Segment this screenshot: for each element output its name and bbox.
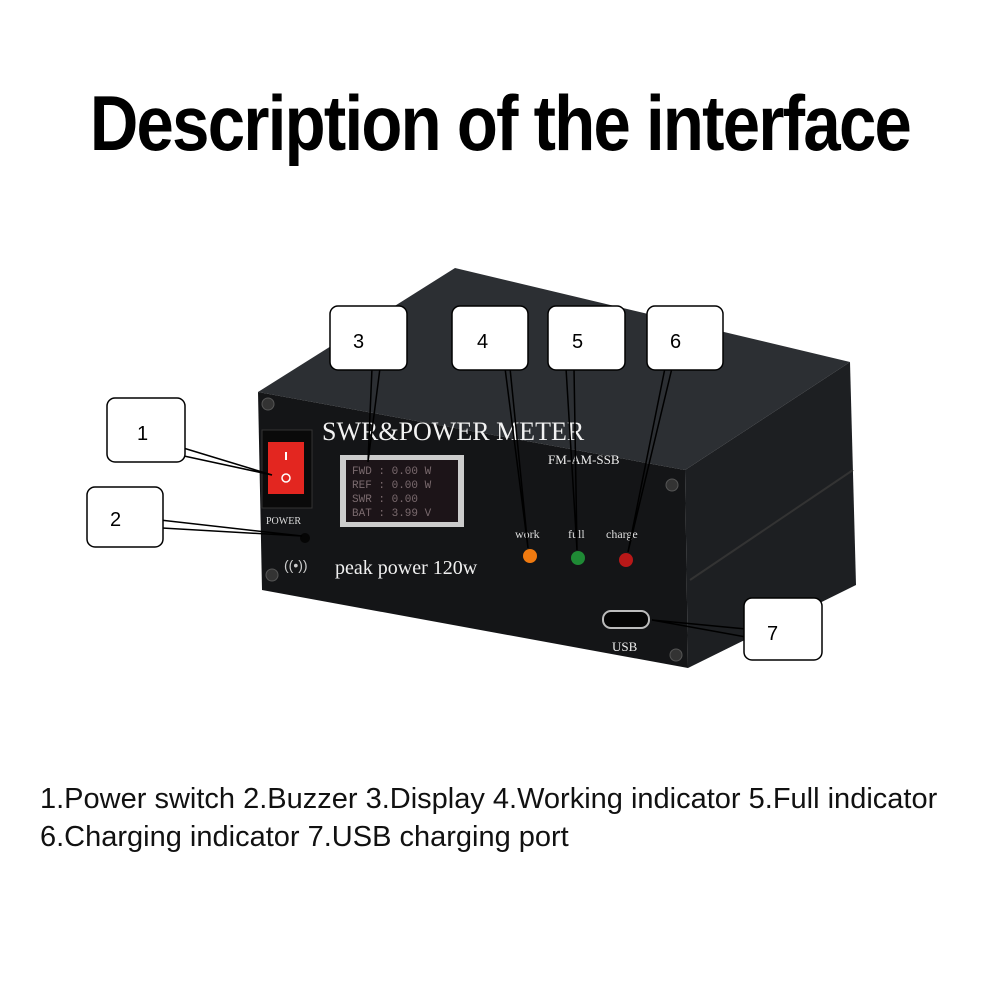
buzzer-icon: ((•)) — [284, 557, 308, 573]
full-led — [571, 551, 585, 565]
screw-icons — [261, 397, 683, 662]
work-led — [523, 549, 537, 563]
callout-1: 1 — [106, 397, 186, 463]
screen-line: REF : 0.00 W — [352, 480, 432, 492]
power-switch[interactable] — [261, 429, 313, 509]
caption: 1.Power switch 2.Buzzer 3.Display 4.Work… — [40, 783, 938, 853]
brand-text: SWR&POWER METER — [322, 417, 585, 446]
device-side-face — [685, 362, 856, 668]
page-title: Description of the interface — [89, 79, 912, 167]
svg-text:4: 4 — [477, 331, 488, 353]
callout-4: 4 — [451, 305, 529, 371]
svg-text:1: 1 — [137, 423, 148, 445]
buzzer-hole — [300, 533, 310, 543]
screen-line: SWR : 0.00 — [352, 494, 418, 506]
callout-2: 2 — [86, 486, 164, 548]
callout-5: 5 — [547, 305, 626, 371]
led-label-charge: charge — [606, 527, 638, 541]
charge-led — [619, 553, 633, 567]
usb-label: USB — [612, 639, 638, 654]
usb-c-port[interactable] — [602, 610, 650, 629]
svg-text:2: 2 — [110, 509, 121, 531]
svg-text:6: 6 — [670, 331, 681, 353]
callout-lines — [159, 367, 747, 638]
power-label: POWER — [266, 516, 301, 527]
svg-text:7: 7 — [767, 623, 778, 645]
callout-3: 3 — [329, 305, 408, 371]
display-screen — [346, 460, 458, 522]
peak-power-text: peak power 120w — [335, 557, 478, 579]
svg-text:5: 5 — [572, 331, 583, 353]
callout-6: 6 — [646, 305, 724, 371]
svg-text:3: 3 — [353, 331, 364, 353]
screen-line: FWD : 0.00 W — [352, 466, 432, 478]
mode-text: FM-AM-SSB — [548, 452, 620, 467]
screen-line: BAT : 3.99 V — [352, 508, 432, 520]
callout-7: 7 — [743, 597, 823, 661]
